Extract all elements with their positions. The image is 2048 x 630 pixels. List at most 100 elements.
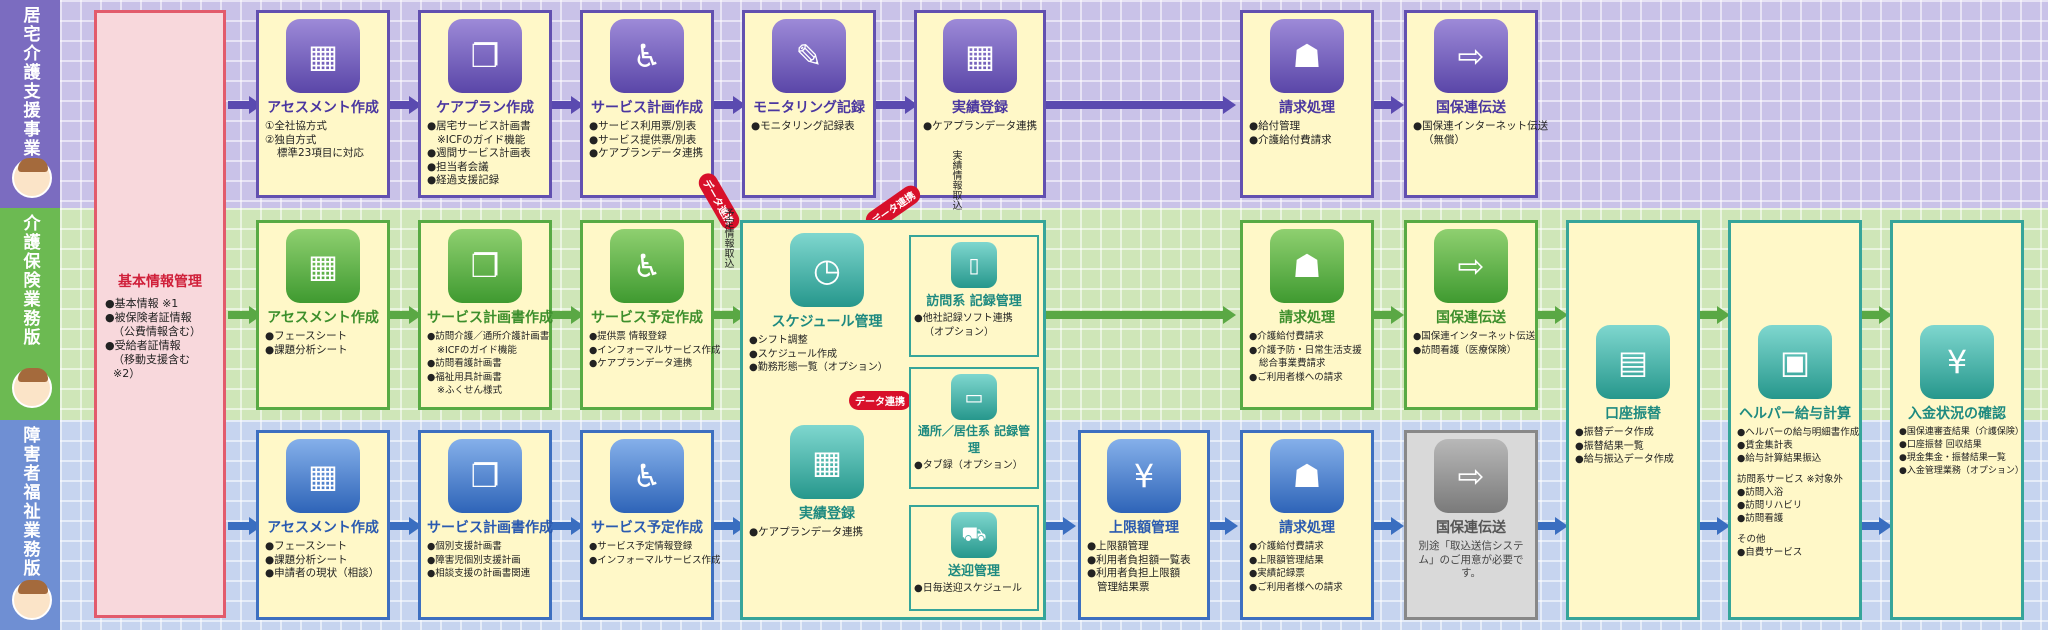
box-title: 送迎管理 [947, 564, 1000, 579]
box-item: ●タブ録（オプション） [914, 460, 1023, 471]
flow-arrow [1374, 517, 1404, 535]
box-item: 管理結果票 [1097, 580, 1150, 593]
box-item: ●振替データ作成 [1575, 427, 1654, 438]
box-item: ●個別支援計画書 [427, 541, 502, 552]
box-item: ●ご利用者様への請求 [1249, 371, 1343, 383]
box-item: ●口座振替 回収結果 [1899, 440, 1982, 450]
r2-service-plan-box: ❐ サービス計画書作成 ●訪問介護／通所介護計画書※ICFのガイド機能●訪問看護… [418, 220, 553, 410]
r1-results-box: ▦ 実績登録 ●ケアプランデータ連携 [914, 10, 1046, 198]
r2-billing-box: ☗ 請求処理 ●介護給付費請求●介護予防・日常生活支援総合事業費請求●ご利用者様… [1240, 220, 1374, 410]
box-item: ●訪問看護計画書 [427, 358, 502, 369]
box-title: ケアプラン作成 [436, 100, 534, 116]
schedule-container: ◷ スケジュール管理 ●シフト調整●スケジュール作成●勤務形態一覧（オプション）… [740, 220, 1046, 620]
box-item: ●他社記録ソフト連携 [914, 313, 1013, 324]
flow-arrow [1700, 306, 1730, 324]
calendar-pen-icon: ▦ [286, 19, 360, 93]
helper-salary-box: ▣ ヘルパー給与計算 ●ヘルパーの給与明細書作成 ●賃金集計表 ●給与計算結果振… [1728, 220, 1862, 620]
box-item: ●週間サービス計画表 [427, 147, 531, 159]
r3-transmission-box: ⇨ 国保連伝送 別途「取込送信システム」のご用意が必要です。 [1404, 430, 1538, 620]
box-title: スケジュール管理 [771, 314, 883, 330]
box-item: ●居宅サービス計画書 [427, 120, 531, 132]
box-item: ●訪問入浴 [1737, 487, 1784, 498]
box-title: アセスメント作成 [267, 520, 379, 536]
master-item: ●受給者証情報 [105, 339, 181, 352]
box-item: ●福祉用具計画書 [427, 371, 502, 383]
laptop-send-icon: ⇨ [1434, 439, 1508, 513]
flow-arrow [390, 306, 422, 324]
box-title: アセスメント作成 [267, 100, 379, 116]
band-label-care-insurance: 介護保険業務版 [0, 208, 60, 420]
box-title: 訪問系 記録管理 [926, 294, 1022, 309]
r3-assessment-box: ▦ アセスメント作成 ●フェースシート●課題分析シート●申請者の現状（相談） [256, 430, 390, 620]
box-item: ●日毎送迎スケジュール [914, 583, 1023, 594]
box-item: ②独自方式 [265, 133, 317, 146]
box-item: ●スケジュール作成 [749, 348, 838, 360]
box-title: 請求処理 [1279, 310, 1335, 326]
box-item: ●ケアプランデータ連携 [589, 147, 704, 159]
flow-arrow [876, 96, 918, 114]
salary-icon: ▣ [1758, 325, 1832, 399]
box-title: 国保連伝送 [1436, 100, 1506, 116]
box-item: ●課題分析シート [265, 343, 348, 356]
box-item: 総合事業費請求 [1259, 358, 1326, 369]
box-item: ●上限額管理 [1087, 540, 1149, 552]
yen-box-icon: ¥ [1920, 325, 1994, 399]
flow-arrow [228, 306, 262, 324]
master-item: （公費情報含む） [113, 325, 201, 338]
box-item: ●申請者の現状（相談） [265, 567, 380, 579]
box-item: ●フェースシート [265, 330, 348, 342]
box-item: ●入金管理業務（オプション） [1899, 466, 2024, 476]
person-icon [12, 158, 52, 198]
schedule-block: ◷ スケジュール管理 ●シフト調整●スケジュール作成●勤務形態一覧（オプション） [749, 231, 905, 375]
box-item: ●賃金集計表 [1737, 440, 1793, 451]
box-item: ●相談支援の計画書関連 [427, 568, 531, 579]
flow-arrow [228, 517, 262, 535]
document-pen-icon: ✎ [772, 19, 846, 93]
box-item: 訪問系サービス ※対象外 [1737, 474, 1843, 485]
person-icon [12, 580, 52, 620]
flow-arrow [552, 306, 584, 324]
r2-assessment-box: ▦ アセスメント作成 ●フェースシート●課題分析シート [256, 220, 390, 410]
box-title: 口座振替 [1605, 406, 1661, 422]
r1-transmission-box: ⇨ 国保連伝送 ●国保連インターネット伝送（無償） [1404, 10, 1548, 198]
r1-careplan-box: ❐ ケアプラン作成 ●居宅サービス計画書※ICFのガイド機能●週間サービス計画表… [418, 10, 552, 198]
tablet-icon: ▭ [951, 374, 997, 420]
laptop-send-icon: ⇨ [1434, 229, 1508, 303]
flow-arrow [1210, 517, 1238, 535]
box-title: サービス計画書作成 [427, 520, 553, 536]
flow-arrow [1862, 517, 1892, 535]
box-title: サービス予定作成 [591, 520, 703, 536]
care-service-icon: ♿ [610, 19, 684, 93]
box-title: 実績登録 [799, 506, 855, 522]
counter-staff-icon: ☗ [1270, 439, 1344, 513]
box-title: ヘルパー給与計算 [1739, 406, 1851, 422]
box-item: ●給与振込データ作成 [1575, 454, 1674, 465]
master-info-box: 基本情報管理 ●基本情報 ※1 ●被保険者証情報 （公費情報含む） ●受給者証情… [94, 10, 226, 618]
box-item: ●給与計算結果振込 [1737, 453, 1822, 464]
box-item: ●国保連審査結果（介護保険） [1899, 427, 2024, 437]
r1-monitoring-box: ✎ モニタリング記録 ●モニタリング記録表 [742, 10, 876, 198]
box-title: 国保連伝送 [1436, 520, 1506, 536]
schedule-import-note: 予定情報取込 [722, 208, 733, 268]
box-item: ●実績記録票 [1249, 568, 1305, 579]
box-item: ●モニタリング記録表 [751, 120, 855, 132]
flow-arrow [1700, 517, 1730, 535]
flow-arrow [1538, 306, 1568, 324]
box-item: ●現金集金・振替結果一覧 [1899, 453, 2006, 463]
flow-arrow [552, 517, 584, 535]
box-item: （無償） [1423, 133, 1465, 146]
box-item: ●訪問介護／通所介護計画書 [427, 331, 550, 342]
document-stack-icon: ❐ [448, 229, 522, 303]
daycare-record-box: ▭ 通所／居住系 記録管理 ●タブ録（オプション） [909, 367, 1039, 489]
band-title: 居宅介護支援事業所版 [19, 6, 40, 196]
box-item: ●課題分析シート [265, 553, 348, 566]
box-title: モニタリング記録 [753, 100, 865, 116]
box-item: ●勤務形態一覧（オプション） [749, 362, 888, 373]
box-item: ●上限額管理結果 [1249, 554, 1324, 566]
grid-sheet-icon: ▦ [943, 19, 1017, 93]
box-item: ●ヘルパーの給与明細書作成 [1737, 427, 1860, 438]
box-title: サービス計画作成 [591, 100, 703, 116]
results-block: ▦ 実績登録 ●ケアプランデータ連携 [749, 423, 905, 540]
box-title: アセスメント作成 [267, 310, 379, 326]
